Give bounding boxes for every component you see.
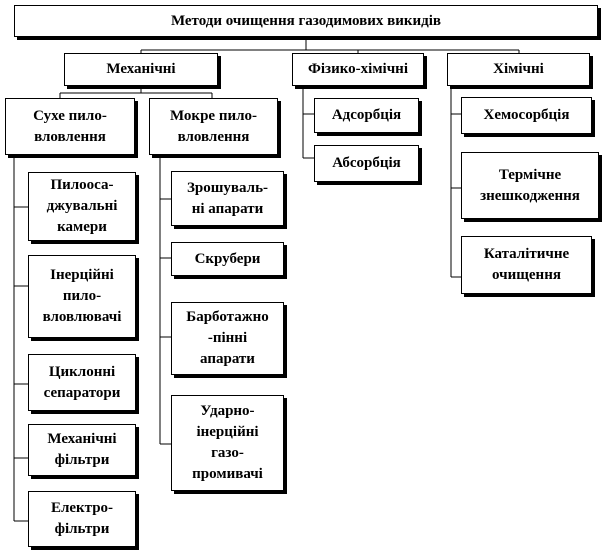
- chemical-item-chemisorption: Хемосорбція: [461, 97, 592, 134]
- dry-item-label: Електро- фільтри: [50, 500, 114, 537]
- category-physchem-label: Фізико-хімічні: [308, 61, 408, 77]
- dry-item-electrofilters: Електро- фільтри: [28, 491, 136, 547]
- wet-item-label: Зрошуваль- ні апарати: [187, 179, 268, 217]
- wet-item-label: Ударно- інерційні газо- промивачі: [192, 403, 263, 482]
- dry-item-label: Інерційні пило- вловлювачі: [42, 267, 122, 325]
- dry-item-settling-chambers: Пилооса- джувальні камери: [28, 172, 136, 241]
- subcategory-wet: Мокре пило- вловлення: [149, 98, 278, 155]
- subcategory-dry: Сухе пило- вловлення: [5, 98, 135, 155]
- category-chemical-label: Хімічні: [493, 61, 544, 77]
- chemical-item-thermal-neutralization: Термічне знешкодження: [461, 152, 599, 219]
- subcategory-wet-label: Мокре пило- вловлення: [169, 107, 258, 145]
- wet-item-impact-inertial-washers: Ударно- інерційні газо- промивачі: [171, 395, 284, 491]
- chemical-item-label: Хемосорбція: [483, 107, 570, 123]
- dry-item-label: Механічні фільтри: [47, 431, 117, 468]
- dry-item-mechanical-filters: Механічні фільтри: [28, 424, 136, 476]
- wet-item-label: Барботажно -пінні апарати: [186, 309, 269, 367]
- chemical-item-catalytic-cleaning: Каталітичне очищення: [461, 236, 592, 294]
- root-label: Методи очищення газодимових викидів: [170, 12, 442, 29]
- category-chemical: Хімічні: [447, 53, 590, 86]
- root-box: Методи очищення газодимових викидів: [14, 5, 598, 37]
- category-mechanical: Механічні: [64, 53, 218, 86]
- wet-item-bubble-foam-apparatus: Барботажно -пінні апарати: [171, 302, 284, 375]
- physchem-item-adsorption: Адсорбція: [314, 98, 419, 133]
- physchem-item-label: Абсорбція: [332, 155, 401, 171]
- wet-item-irrigation-apparatus: Зрошуваль- ні апарати: [171, 171, 284, 226]
- category-physchem: Фізико-хімічні: [292, 53, 424, 86]
- dry-item-label: Циклонні сепаратори: [43, 363, 121, 401]
- physchem-item-label: Адсорбція: [331, 107, 402, 123]
- wet-item-scrubbers: Скрубери: [171, 242, 284, 276]
- dry-item-cyclone-separators: Циклонні сепаратори: [28, 354, 136, 411]
- wet-item-label: Скрубери: [194, 250, 261, 267]
- chemical-item-label: Термічне знешкодження: [480, 166, 580, 204]
- chemical-item-label: Каталітичне очищення: [483, 246, 570, 283]
- dry-item-inertial-collectors: Інерційні пило- вловлювачі: [28, 255, 136, 338]
- subcategory-dry-label: Сухе пило- вловлення: [33, 107, 107, 145]
- category-mechanical-label: Механічні: [106, 61, 176, 77]
- dry-item-label: Пилооса- джувальні камери: [46, 177, 118, 235]
- physchem-item-absorption: Абсорбція: [314, 145, 419, 182]
